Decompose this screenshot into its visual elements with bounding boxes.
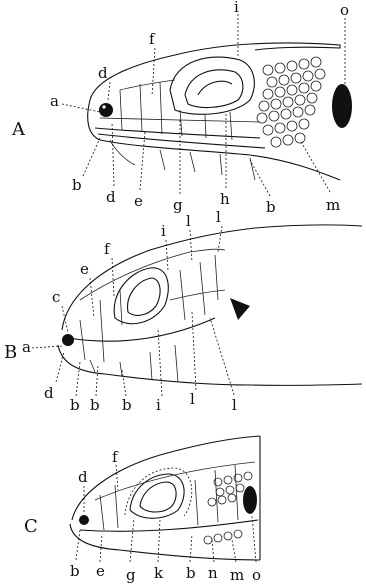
label-d: d [78, 468, 88, 486]
label-e: e [80, 260, 89, 278]
label-e: e [96, 562, 105, 580]
label-f: f [104, 240, 111, 258]
figure-b: B a c d b b b e f i i l l l l [4, 208, 362, 414]
label-b: b [72, 176, 82, 194]
label-d: d [44, 384, 54, 402]
label-o: o [252, 566, 261, 584]
label-i: i [234, 0, 239, 16]
label-g: g [173, 196, 183, 214]
label-g: g [126, 566, 136, 584]
label-a: a [22, 338, 31, 356]
label-a: a [50, 92, 59, 110]
label-d-lower: d [106, 188, 116, 206]
label-f: f [112, 448, 119, 466]
label-i-bottom: i [156, 396, 161, 414]
label-l-4: l [232, 396, 237, 414]
figure-a-letter: A [11, 119, 26, 140]
label-b-3: b [122, 396, 132, 414]
label-o: o [340, 1, 349, 19]
label-k: k [154, 564, 164, 582]
figure-c: C d f b e g k b n m o [24, 436, 261, 584]
label-m: m [230, 566, 244, 584]
label-f: f [149, 30, 156, 48]
label-b-2: b [90, 396, 100, 414]
label-l-2: l [216, 208, 221, 226]
label-h: h [220, 190, 230, 208]
label-n: n [208, 564, 218, 582]
label-b-1: b [70, 396, 80, 414]
label-b-rear: b [266, 198, 276, 216]
label-l-3: l [190, 390, 195, 408]
figure-c-letter: C [24, 516, 38, 537]
label-c: c [52, 288, 60, 306]
figure-a: A a b d d e f g h b m i o [11, 0, 352, 216]
label-e: e [134, 192, 143, 210]
label-d: d [98, 64, 108, 82]
label-b: b [70, 562, 80, 580]
label-m: m [326, 196, 340, 214]
figure-b-letter: B [4, 342, 17, 363]
label-b-rear: b [186, 564, 196, 582]
label-l-1: l [186, 212, 191, 230]
label-i-top: i [161, 222, 166, 240]
